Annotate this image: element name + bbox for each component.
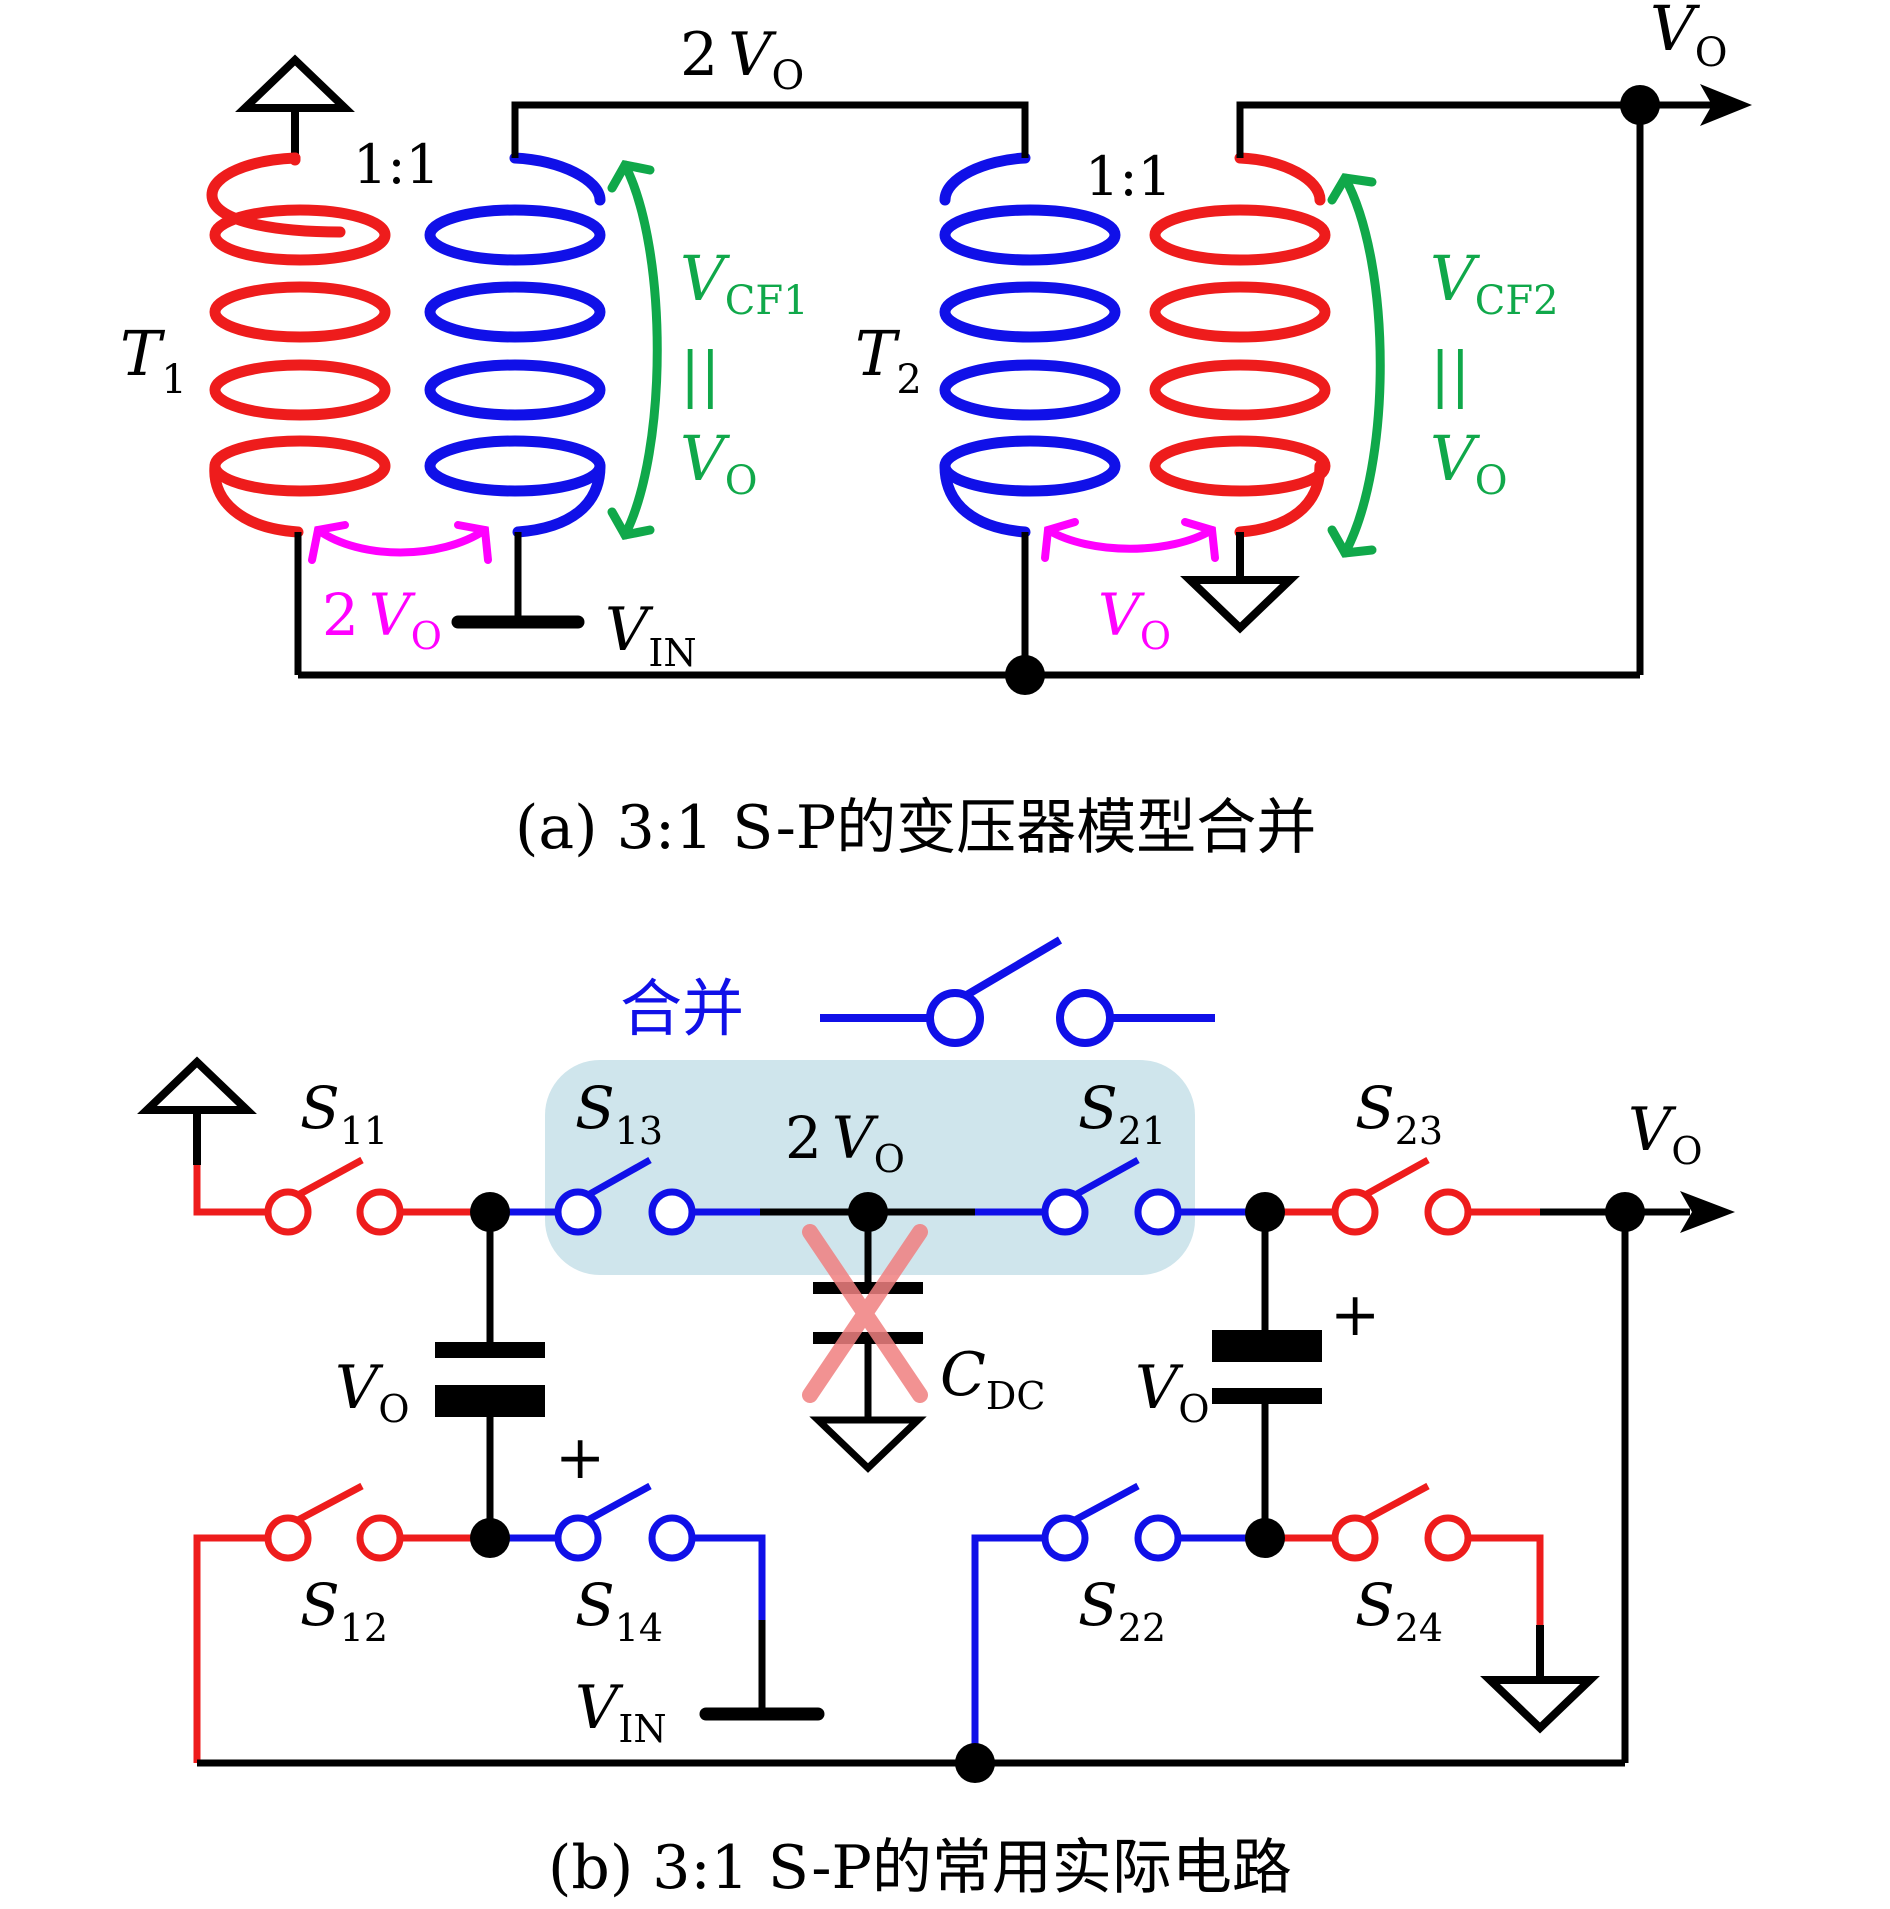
right-cap-plate-top [1212, 1330, 1322, 1362]
s21-label: S21 [1078, 1074, 1166, 1153]
s24-label: S24 [1355, 1571, 1443, 1650]
junction-dot [848, 1192, 888, 1232]
cdc-plate-top [813, 1282, 923, 1294]
cdc-removed-cross [802, 1224, 928, 1403]
left-cap-voltage-label: VO [335, 1353, 410, 1431]
t2-secondary-coil [1149, 152, 1331, 538]
vcf1-arrow [607, 159, 662, 541]
s21-switch [975, 1156, 1265, 1236]
vcf1-label: VCF1 [680, 242, 809, 324]
merge-highlight [545, 1060, 1195, 1275]
panel-a-wiring [294, 101, 1720, 679]
s22-switch [971, 1482, 1265, 1763]
s11-switch [193, 1156, 490, 1236]
ground-top-left-b [137, 1056, 257, 1165]
panel-a: T1 T2 1:1 1:1 2VO VO VIN VCF1 || VO VCF2… [120, 0, 1752, 863]
vin-label-b: VIN [575, 1673, 667, 1751]
junction-dot [470, 1518, 510, 1558]
junction-dot [1620, 85, 1660, 125]
coupling-arrow-2 [1041, 518, 1219, 562]
coupling-arrow-1 [308, 521, 492, 564]
vcf2-parallel: || [1430, 340, 1470, 410]
merge-legend-switch [820, 936, 1215, 1047]
right-cap-plus: + [1330, 1280, 1380, 1350]
junction-dot [1245, 1192, 1285, 1232]
s23-switch [1265, 1156, 1540, 1236]
s13-label: S13 [575, 1074, 663, 1153]
ground-bottom-right-b [1480, 1625, 1600, 1734]
t2-primary-coil [939, 152, 1121, 538]
cdc-label: CDC [940, 1340, 1045, 1418]
junction-dot [955, 1743, 995, 1783]
s12-label: S12 [300, 1571, 388, 1650]
junction-dot [1245, 1518, 1285, 1558]
left-cap-plate-bottom [435, 1385, 545, 1417]
t1-primary-coil [206, 152, 391, 538]
output-arrow-a [1700, 84, 1752, 126]
right-cap-voltage-label: VO [1135, 1353, 1210, 1431]
vcf1-parallel: || [680, 340, 720, 410]
ratio-label-2: 1:1 [1085, 145, 1172, 208]
vcf2-equals-vo: VO [1430, 422, 1508, 504]
s14-switch [490, 1482, 766, 1620]
vin-label-a: VIN [605, 595, 697, 675]
caption-a: (a) 3:1 S-P的变压器模型合并 [515, 793, 1316, 863]
ground-top-left [235, 54, 355, 160]
ratio-label-1: 1:1 [353, 133, 440, 196]
left-cap-plus: + [555, 1423, 605, 1493]
s23-label: S23 [1355, 1074, 1443, 1153]
right-cap-plate-bottom [1212, 1388, 1322, 1404]
t2-label: T2 [855, 317, 922, 403]
vcf2-label: VCF2 [1430, 242, 1559, 324]
s22-label: S22 [1078, 1571, 1166, 1650]
junction-dot [470, 1192, 510, 1232]
vcf1-equals-vo: VO [680, 422, 758, 504]
s14-label: S14 [575, 1571, 663, 1650]
s11-label: S11 [300, 1074, 388, 1153]
t1-label: T1 [120, 317, 187, 403]
junction-dot [1005, 655, 1045, 695]
caption-b: (b) 3:1 S-P的常用实际电路 [548, 1833, 1292, 1903]
output-label-a: VO [1650, 0, 1728, 76]
merge-label: 合并 [620, 972, 744, 1045]
vcf2-arrow [1327, 173, 1385, 558]
junction-dot [1605, 1192, 1645, 1232]
ground-t2-secondary [1180, 532, 1300, 634]
s24-switch [1265, 1482, 1544, 1625]
coupling-label-2: VO [1098, 581, 1171, 658]
output-arrow-b [1680, 1191, 1735, 1233]
output-label-b: VO [1628, 1095, 1703, 1173]
cdc-plate-bottom [813, 1332, 923, 1344]
left-cap-plate-top [435, 1342, 545, 1358]
t1-secondary-coil [424, 152, 606, 538]
panel-b: 合并 [137, 936, 1735, 1903]
